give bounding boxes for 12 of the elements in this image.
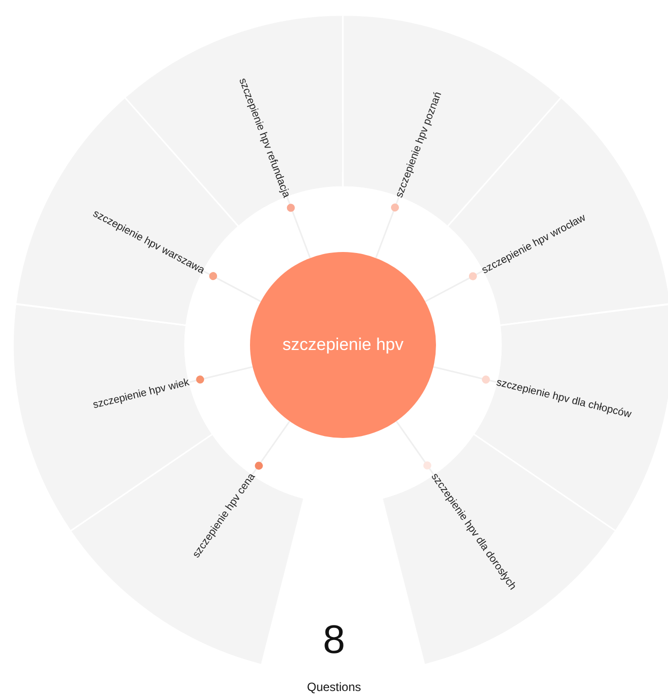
question-count: 8	[322, 620, 346, 660]
keyword-text: szczepienie hpv dla chłopców	[494, 374, 633, 422]
connector-line	[252, 420, 290, 475]
count-caption: Questions	[306, 681, 362, 693]
connector-line	[396, 420, 434, 475]
connector-line	[189, 366, 253, 383]
connector-line	[424, 270, 483, 302]
connector-line	[433, 366, 497, 383]
connector-line	[286, 196, 311, 258]
topic-circle: szczepienie hpv	[250, 252, 436, 438]
connector-line	[375, 196, 400, 258]
connector-line	[203, 270, 262, 302]
